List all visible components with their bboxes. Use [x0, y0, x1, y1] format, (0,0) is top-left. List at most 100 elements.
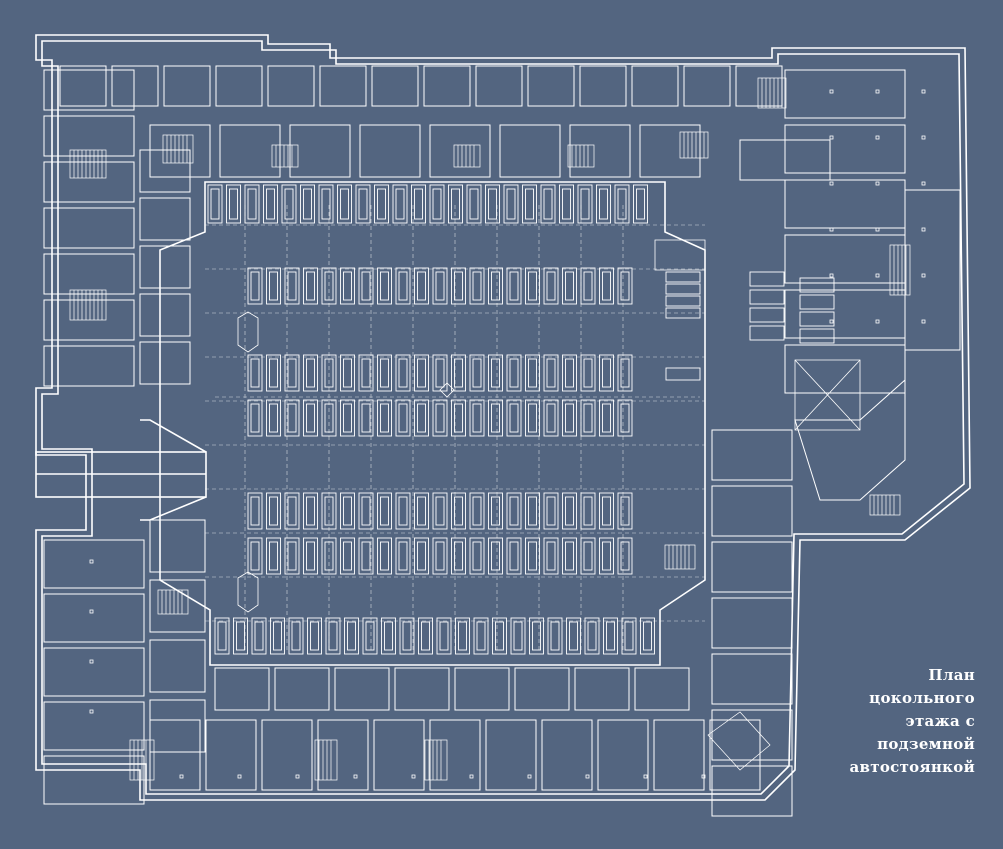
left-wing-room: [43, 161, 135, 203]
stall-row-c-car: [269, 403, 278, 433]
stall-side-column: [799, 277, 835, 293]
stall-bottom-row-car: [476, 621, 486, 651]
stall-row-c: [358, 399, 374, 437]
bottom-room: [485, 719, 537, 791]
stall-top-row-car: [284, 188, 294, 220]
stall-row-e-car: [324, 541, 334, 571]
stall-row-c: [247, 399, 263, 437]
left-wing-room: [43, 115, 135, 157]
stairwell: [679, 131, 709, 159]
stall-row-e: [321, 537, 337, 575]
bottom-inner-room: [214, 667, 270, 711]
stairwell: [69, 149, 107, 179]
stall-row-b-car: [435, 358, 445, 388]
stall-row-a-car: [250, 271, 260, 301]
stall-bottom-row: [566, 617, 581, 655]
stall-bottom-row: [251, 617, 267, 655]
stall-row-c-car: [435, 403, 445, 433]
stall-bottom-row-car: [587, 621, 597, 651]
column-mark: [237, 774, 242, 779]
stall-row-d-car: [509, 496, 519, 526]
right-wing-room: [784, 289, 906, 339]
stall-top-row-car: [506, 188, 516, 220]
stall-row-a: [358, 267, 374, 305]
bottom-room: [597, 719, 649, 791]
stall-row-b: [469, 354, 485, 392]
stall-row-d-car: [343, 496, 352, 526]
stall-top-row: [429, 184, 445, 224]
building-inner-outline: [41, 40, 965, 795]
bottom-inner-room: [334, 667, 390, 711]
stall-row-a: [303, 267, 318, 305]
right-service-room: [739, 139, 831, 181]
stall-bottom-row-car: [310, 621, 319, 651]
stall-row-b: [617, 354, 633, 392]
column-mark: [921, 135, 926, 140]
stall-top-row: [318, 184, 334, 224]
stall-row-a: [395, 267, 411, 305]
top-room: [683, 65, 731, 107]
upper-room: [359, 124, 421, 178]
stall-row-a-car: [620, 271, 630, 301]
stall-right-single: [665, 367, 701, 381]
right-lower-room: [711, 541, 793, 593]
stall-bottom-row: [621, 617, 637, 655]
stall-row-d-car: [435, 496, 445, 526]
stall-side-column: [799, 294, 835, 310]
stall-row-d: [414, 492, 429, 530]
column-mark: [829, 227, 834, 232]
stall-row-e-car: [435, 541, 445, 571]
stall-row-e: [488, 537, 503, 575]
stall-row-e-car: [472, 541, 482, 571]
stall-row-c-car: [380, 403, 389, 433]
plan-details: [89, 89, 926, 779]
stall-row-a: [340, 267, 355, 305]
stall-bottom-row-car: [624, 621, 634, 651]
upper-room: [289, 124, 351, 178]
stall-row-b: [580, 354, 596, 392]
top-room: [735, 65, 783, 107]
stall-bottom-row: [270, 617, 285, 655]
left-inner-room: [139, 245, 191, 289]
stall-row-a: [284, 267, 300, 305]
stall-row-e-car: [269, 541, 278, 571]
column-mark: [921, 273, 926, 278]
stall-row-d-car: [398, 496, 408, 526]
stairwell: [869, 494, 901, 516]
stall-row-c-car: [361, 403, 371, 433]
stall-row-a: [562, 267, 577, 305]
stall-top-row-car: [617, 188, 627, 220]
caption-line-3: этажа с: [905, 712, 975, 730]
stall-row-b-car: [528, 358, 537, 388]
stall-row-a-car: [509, 271, 519, 301]
stall-top-row-car: [636, 188, 645, 220]
stall-row-d: [580, 492, 596, 530]
stall-row-a-car: [361, 271, 371, 301]
stall-top-row-car: [340, 188, 349, 220]
lower-inner-room: [149, 639, 206, 693]
top-room: [423, 65, 471, 107]
stall-bottom-row: [529, 617, 544, 655]
column-mark: [829, 273, 834, 278]
stall-row-e: [580, 537, 596, 575]
stall-side-column: [749, 289, 785, 305]
stall-row-a: [321, 267, 337, 305]
column-mark: [875, 135, 880, 140]
stall-top-row-car: [469, 188, 479, 220]
stall-row-d: [451, 492, 466, 530]
stall-top-row: [207, 184, 223, 224]
bottom-room: [429, 719, 481, 791]
stall-top-row: [577, 184, 593, 224]
stall-row-a-car: [269, 271, 278, 301]
atrium-diagonal: [794, 359, 861, 431]
stall-row-c-car: [250, 403, 260, 433]
stall-row-c-car: [565, 403, 574, 433]
stall-row-e-car: [380, 541, 389, 571]
bottom-inner-room: [574, 667, 630, 711]
column-mark: [829, 181, 834, 186]
stall-top-row-car: [266, 188, 275, 220]
top-room: [319, 65, 367, 107]
stall-row-b-car: [509, 358, 519, 388]
column-mark: [527, 774, 532, 779]
stall-row-e-car: [620, 541, 630, 571]
